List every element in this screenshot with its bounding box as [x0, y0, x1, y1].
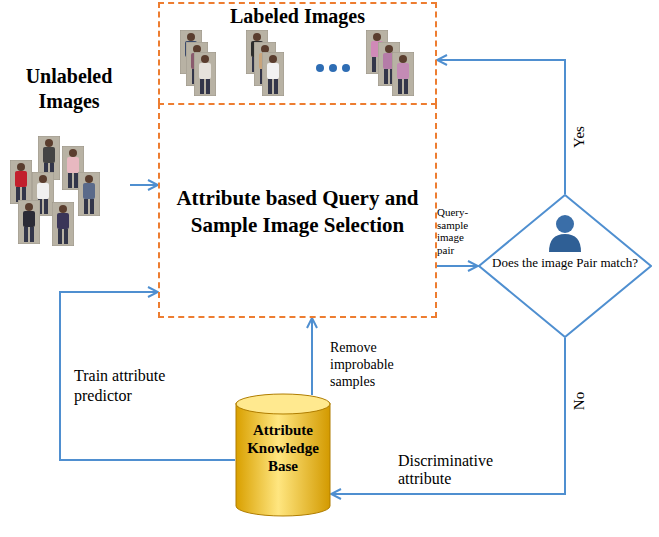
edge-label: Train attribute predictor — [74, 366, 214, 406]
node-text: Labeled Images — [160, 4, 435, 28]
photo — [78, 172, 100, 216]
photo — [262, 52, 284, 96]
node-text: Does the image Pair match? — [478, 194, 652, 271]
flow-arrow — [130, 184, 158, 186]
user-icon — [549, 234, 581, 252]
node-text: Unlabeled Images — [8, 64, 130, 114]
photo — [52, 202, 74, 246]
node-text: Attribute based Query and Sample Image S… — [160, 105, 435, 240]
database-cylinder: Attribute Knowledge Base — [235, 393, 331, 517]
user-icon — [556, 215, 574, 233]
flow-arrow — [437, 265, 478, 267]
flow-arrow — [311, 318, 313, 395]
ellipsis-dot — [342, 64, 350, 72]
photo — [18, 200, 40, 244]
selection-panel: Attribute based Query and Sample Image S… — [158, 103, 437, 318]
edge-label: Remove improbable samples — [330, 340, 414, 390]
photo — [10, 160, 32, 204]
edge-label: Yes — [570, 122, 588, 152]
flow-arrow — [437, 60, 565, 194]
ellipsis-dot — [316, 64, 324, 72]
photo — [392, 52, 414, 96]
unlabeled-images-group: Unlabeled Images — [8, 64, 130, 250]
decision-diamond: Does the image Pair match? — [478, 194, 652, 338]
annotation-text: Discriminative attribute — [398, 452, 530, 487]
labeled-images-panel: Labeled Images — [158, 2, 437, 104]
node-text: Attribute Knowledge Base — [235, 393, 331, 475]
flow-arrow — [331, 338, 565, 494]
edge-label: No — [570, 386, 588, 416]
ellipsis-dot — [329, 64, 337, 72]
photo — [194, 52, 216, 96]
edge-label: Query-sample image pair — [437, 206, 477, 257]
